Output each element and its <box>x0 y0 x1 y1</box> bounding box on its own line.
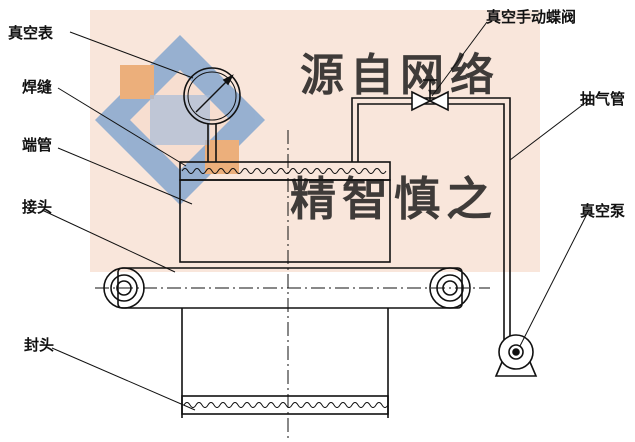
labels: 真空表 焊缝 端管 接头 封头 真空手动蝶阀 抽气管 真空泵 <box>8 8 625 354</box>
butterfly-valve-icon <box>411 79 449 112</box>
label-end-cap: 封头 <box>24 336 54 354</box>
label-vacuum-gauge: 真空表 <box>8 24 54 42</box>
label-weld-seam: 焊缝 <box>22 78 52 96</box>
apparatus <box>41 21 590 440</box>
weld-seam-top <box>181 168 387 174</box>
leader-lines <box>41 21 590 411</box>
watermark-line-2: 精智慎之 <box>290 172 498 226</box>
label-manual-butterfly-valve: 真空手动蝶阀 <box>486 8 576 26</box>
right-lug <box>429 267 471 309</box>
left-lug <box>103 267 145 309</box>
end-tube <box>179 179 391 263</box>
label-end-tube: 端管 <box>22 136 52 154</box>
label-joint: 接头 <box>22 198 52 216</box>
watermark: 源自网络 精智慎之 <box>90 10 540 272</box>
vacuum-gauge-icon <box>183 67 241 162</box>
label-vacuum-pump: 真空泵 <box>580 202 625 220</box>
watermark-line-1: 源自网络 <box>300 50 500 101</box>
exhaust-pipe <box>351 97 511 340</box>
joint-band <box>117 267 463 309</box>
weld-seam-bottom <box>183 402 389 408</box>
end-cap <box>181 395 389 415</box>
label-exhaust-tube: 抽气管 <box>580 90 625 108</box>
vacuum-pump-icon <box>494 334 538 377</box>
